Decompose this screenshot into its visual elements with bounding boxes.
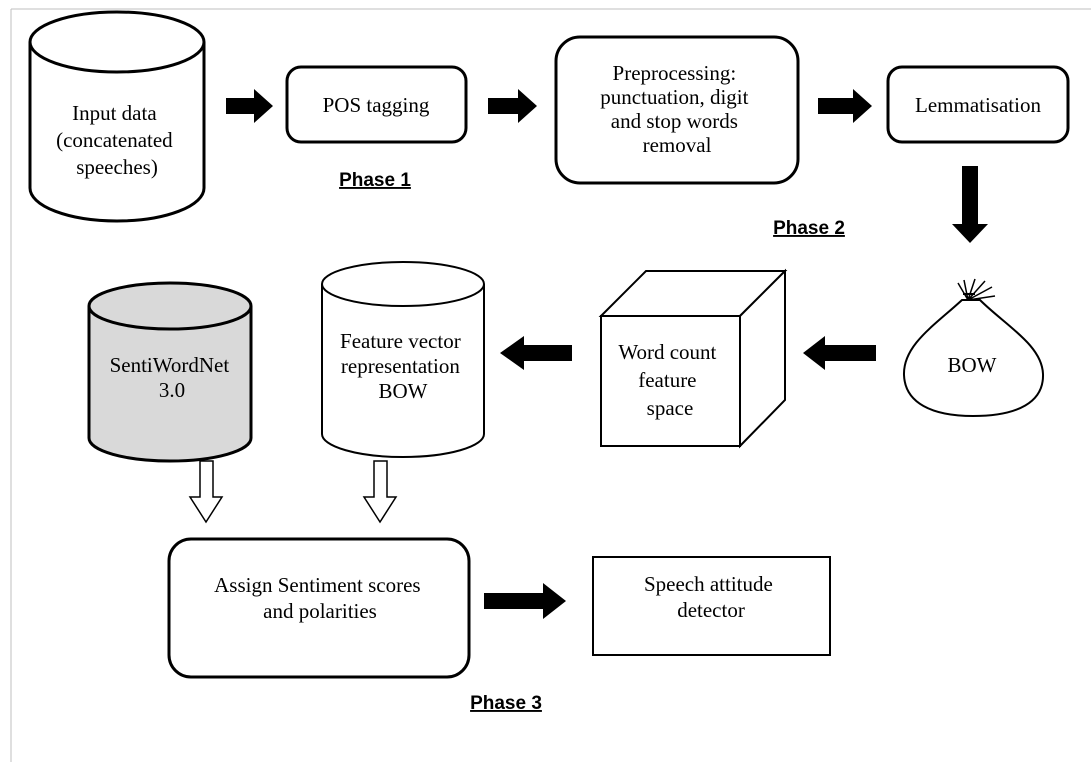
arrow-sentiwordnet-to-assign [188, 460, 224, 524]
arrow-lemmatisation-to-bow [952, 166, 988, 243]
feature-vector-cylinder: Feature vector representation BOW [321, 261, 485, 458]
arrow-input-to-pos [226, 89, 273, 123]
input-data-label: Input data (concatenated speeches) [56, 101, 178, 179]
assign-sentiment-label: Assign Sentiment scores and polarities [214, 573, 426, 623]
arrow-assign-to-detector [484, 583, 566, 619]
feature-vector-label: Feature vector representation BOW [340, 329, 466, 403]
sentiwordnet-label: SentiWordNet 3.0 [110, 353, 235, 402]
lemmatisation-label: Lemmatisation [915, 93, 1041, 117]
speech-attitude-detector-label: Speech attitude detector [644, 572, 778, 622]
preprocessing-box: Preprocessing: punctuation, digit and st… [554, 35, 800, 185]
phase-1-label: Phase 1 [339, 170, 411, 191]
bow-label: BOW [948, 353, 997, 377]
bow-bag: BOW [902, 278, 1045, 418]
input-data-cylinder: Input data (concatenated speeches) [28, 10, 206, 223]
arrow-preprocessing-to-lemmatisation [818, 89, 872, 123]
pos-tagging-box: POS tagging [285, 65, 468, 144]
arrow-featurevector-to-assign [362, 460, 398, 524]
lemmatisation-box: Lemmatisation [886, 65, 1070, 144]
arrow-pos-to-preprocessing [488, 89, 537, 123]
pos-tagging-label: POS tagging [323, 93, 430, 117]
assign-sentiment-box: Assign Sentiment scores and polarities [167, 537, 471, 679]
speech-attitude-detector-box: Speech attitude detector [592, 556, 831, 656]
word-count-label: Word count feature space [618, 340, 721, 420]
word-count-cube: Word count feature space [598, 268, 788, 449]
phase-2-label: Phase 2 [773, 218, 845, 239]
arrow-wordcount-to-featurevector [500, 336, 572, 370]
preprocessing-label: Preprocessing: punctuation, digit and st… [600, 61, 753, 157]
phase-3-label: Phase 3 [470, 693, 542, 714]
arrow-bow-to-wordcount [803, 336, 876, 370]
sentiwordnet-cylinder: SentiWordNet 3.0 [87, 281, 253, 463]
